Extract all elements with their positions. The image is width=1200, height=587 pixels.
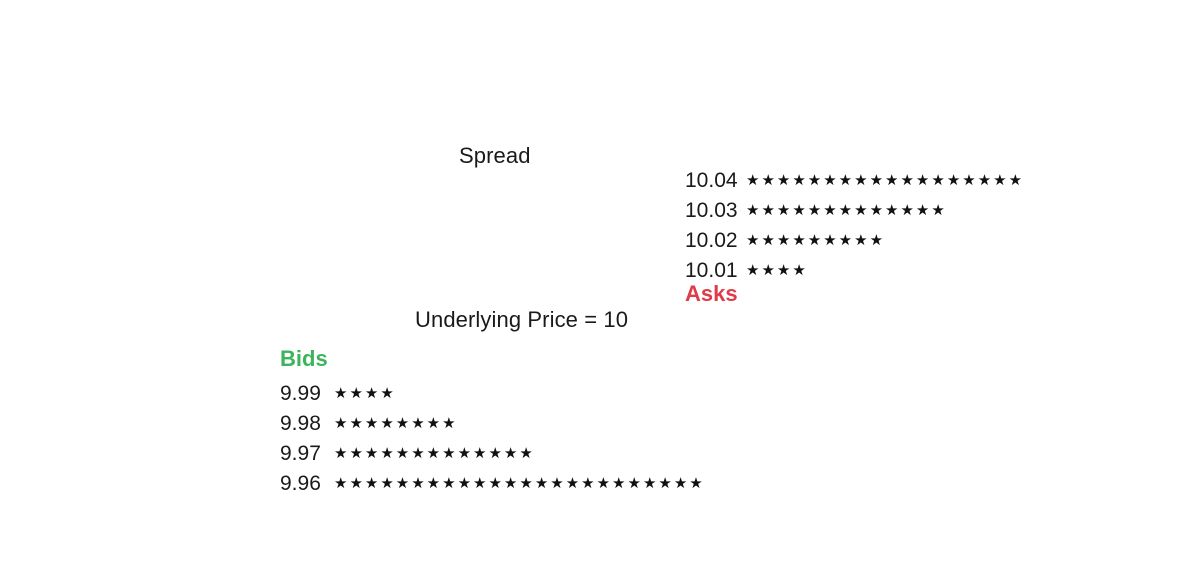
- ask-row: 10.02 ★★★★★★★★★: [685, 225, 1145, 255]
- bid-size-stars: ★★★★: [334, 384, 396, 402]
- ask-size-stars: ★★★★: [746, 261, 808, 279]
- ask-price: 10.03: [685, 198, 738, 222]
- bid-size-stars: ★★★★★★★★: [334, 414, 458, 432]
- bid-row: 9.96 ★★★★★★★★★★★★★★★★★★★★★★★★: [280, 468, 800, 498]
- bid-size-stars: ★★★★★★★★★★★★★: [334, 444, 535, 462]
- bid-row: 9.99 ★★★★: [280, 378, 800, 408]
- underlying-price-label: Underlying Price = 10: [415, 307, 629, 332]
- ask-size-stars: ★★★★★★★★★★★★★: [746, 201, 947, 219]
- ask-price: 10.02: [685, 228, 738, 252]
- asks-column: 10.04 ★★★★★★★★★★★★★★★★★★ 10.03 ★★★★★★★★★…: [685, 165, 1145, 285]
- ask-size-stars: ★★★★★★★★★: [746, 231, 886, 249]
- bid-price: 9.98: [280, 411, 321, 435]
- bid-price: 9.97: [280, 441, 321, 465]
- ask-size-stars: ★★★★★★★★★★★★★★★★★★: [746, 171, 1025, 189]
- ask-price: 10.01: [685, 258, 738, 282]
- bid-price: 9.99: [280, 381, 321, 405]
- bid-price: 9.96: [280, 471, 321, 495]
- asks-heading: Asks: [685, 281, 738, 306]
- ask-row: 10.04 ★★★★★★★★★★★★★★★★★★: [685, 165, 1145, 195]
- ask-row: 10.03 ★★★★★★★★★★★★★: [685, 195, 1145, 225]
- bids-column: 9.99 ★★★★ 9.98 ★★★★★★★★ 9.97 ★★★★★★★★★★★…: [280, 378, 800, 498]
- ask-row: 10.01 ★★★★: [685, 255, 1145, 285]
- ask-price: 10.04: [685, 168, 738, 192]
- bids-heading: Bids: [280, 346, 328, 371]
- bid-size-stars: ★★★★★★★★★★★★★★★★★★★★★★★★: [334, 474, 705, 492]
- bid-row: 9.97 ★★★★★★★★★★★★★: [280, 438, 800, 468]
- spread-label: Spread: [459, 143, 531, 168]
- bid-row: 9.98 ★★★★★★★★: [280, 408, 800, 438]
